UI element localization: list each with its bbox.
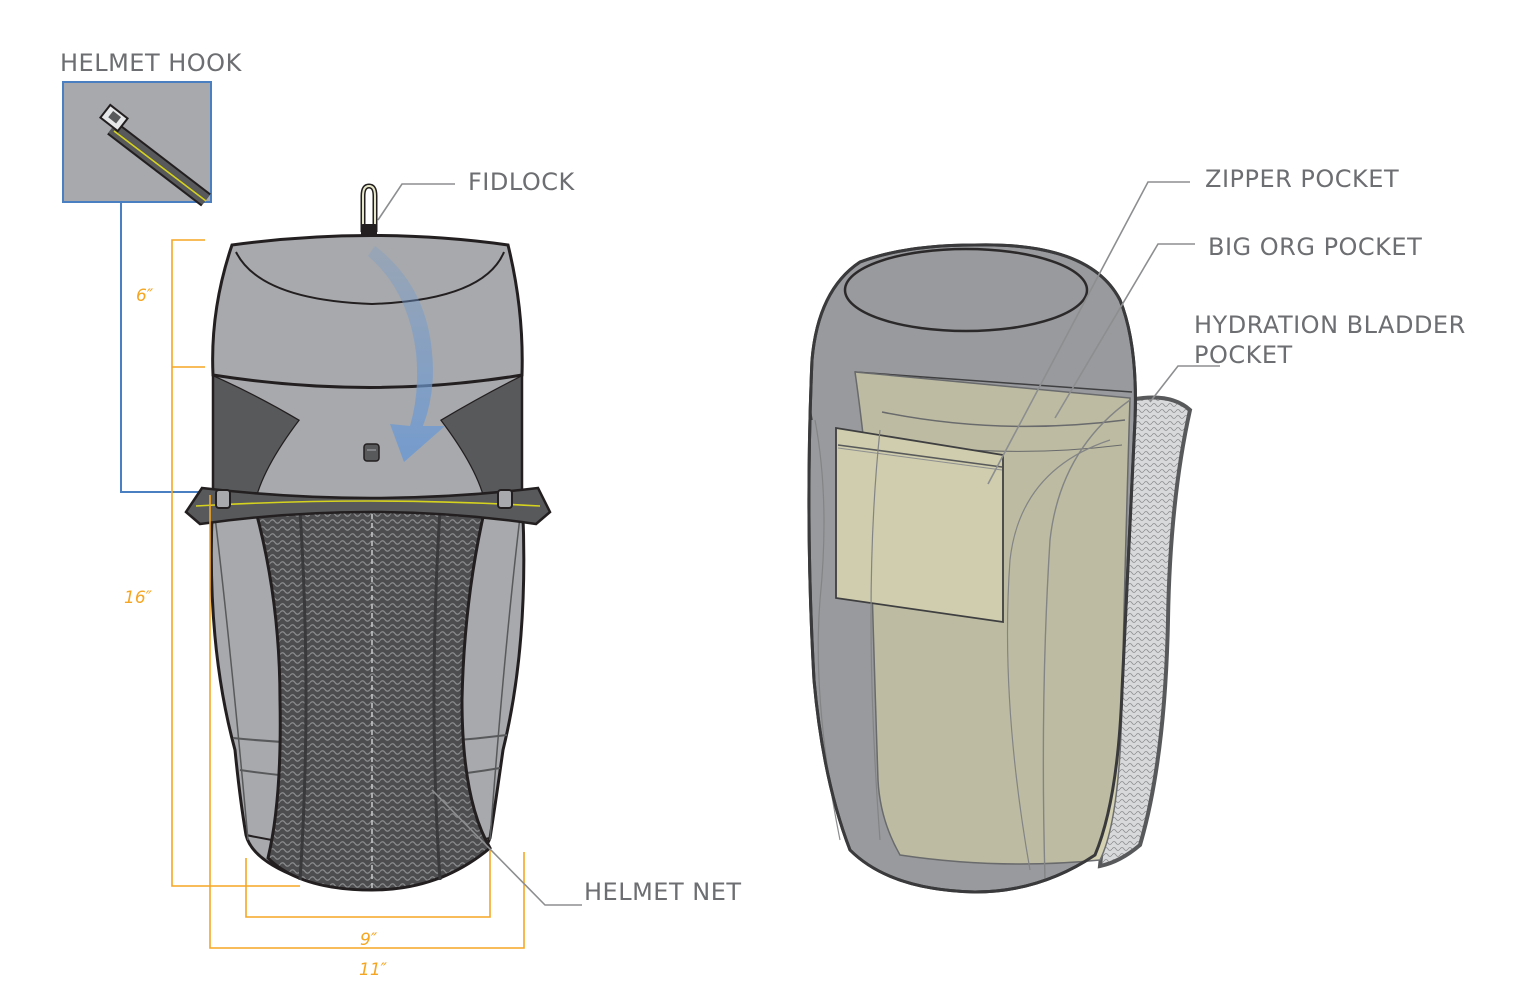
- hydration-bladder-label-line2: POCKET: [1194, 341, 1293, 369]
- backpack-front-view: [184, 183, 552, 892]
- helmet-hook-callout: [62, 81, 212, 493]
- inner-width-dimension-line: [245, 850, 491, 918]
- inner-width-dimension: 9″: [360, 930, 378, 950]
- dimension-lines: [171, 239, 525, 949]
- helmet-hook-label: HELMET HOOK: [60, 49, 242, 77]
- zipper-pocket-leader-line: [987, 181, 1190, 485]
- hydration-pocket-leader-line: [1149, 365, 1220, 403]
- fidlock-leader-line: [377, 183, 455, 221]
- zipper-pocket-label: ZIPPER POCKET: [1205, 165, 1400, 193]
- backpack-interior-view: [807, 243, 1193, 894]
- zipper-pocket: [835, 426, 1004, 624]
- big-org-pocket-leader-line: [1054, 243, 1195, 419]
- leader-lines: [377, 181, 1220, 906]
- bag-lid: [843, 247, 1089, 333]
- roll-direction-arrow: [368, 246, 445, 462]
- hydration-bladder-label-line1: HYDRATION BLADDER: [1194, 311, 1466, 339]
- fidlock-label: FIDLOCK: [468, 168, 575, 196]
- big-org-pocket-label: BIG ORG POCKET: [1208, 233, 1423, 261]
- compression-strap: [184, 486, 552, 526]
- helmet-net-label: HELMET NET: [584, 878, 742, 906]
- bag-roll-top: [211, 234, 524, 389]
- top-height-dimension: 6″: [136, 286, 154, 306]
- helmet-net-leader-line: [431, 789, 582, 906]
- body-height-dimension: 16″: [124, 588, 152, 608]
- outer-width-dimension: 11″: [359, 960, 387, 980]
- outer-width-dimension-line: [209, 495, 525, 949]
- bag-mid-section: [213, 375, 522, 505]
- height-dimension-line: [171, 239, 300, 887]
- helmet-hook-leader-line: [120, 202, 202, 493]
- helmet-hook-detail-strap: [99, 103, 211, 207]
